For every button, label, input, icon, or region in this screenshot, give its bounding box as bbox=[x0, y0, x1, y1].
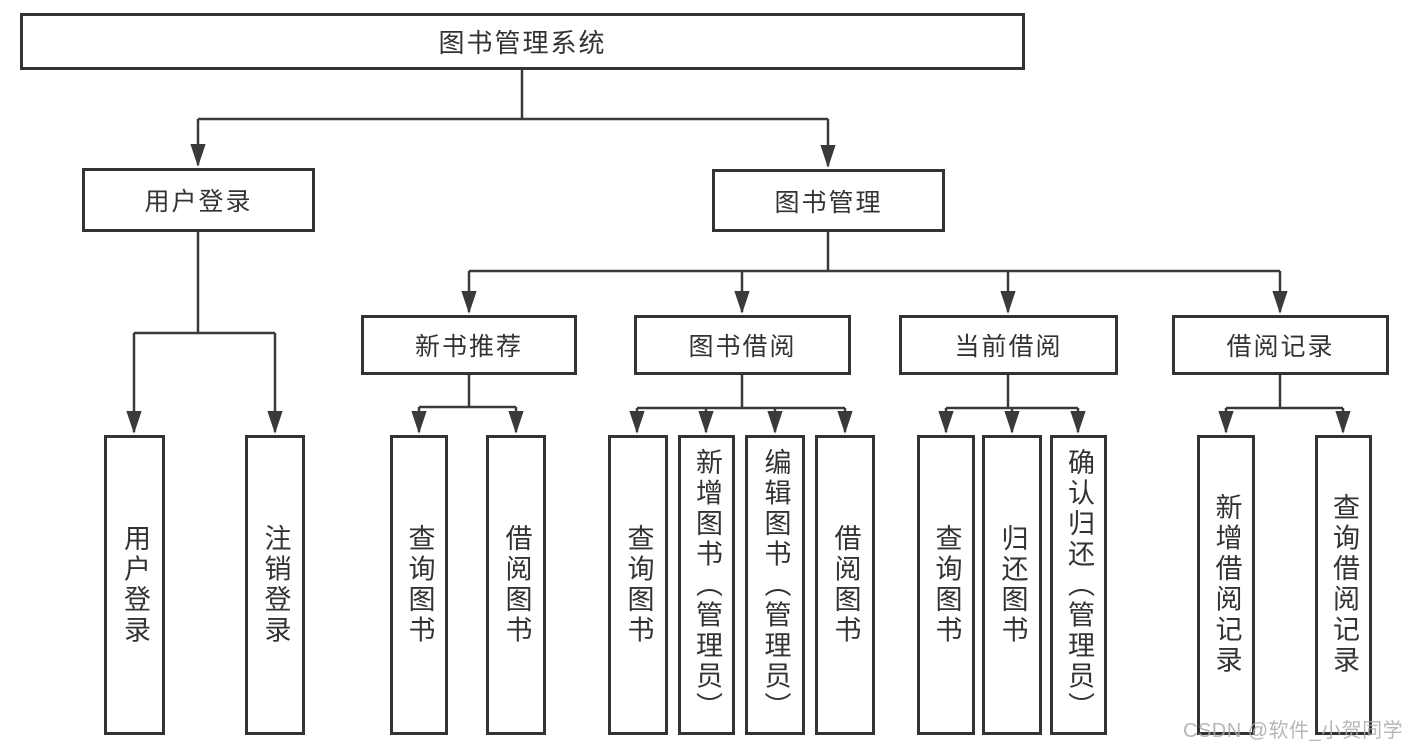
node-book-borrow-label: 图书借阅 bbox=[688, 333, 797, 361]
node-borrow-records: 借阅记录 bbox=[1172, 315, 1389, 375]
node-leaf-add-borrow-record: 新增借阅记录 bbox=[1197, 435, 1255, 735]
node-leaf-query-books-1-label: 查询图书 bbox=[404, 523, 435, 647]
node-leaf-edit-books-admin-label: 编辑图书（管理员） bbox=[760, 447, 791, 723]
node-borrow-records-label: 借阅记录 bbox=[1226, 333, 1335, 361]
csdn-watermark: CSDN @软件_小贺同学 bbox=[1183, 720, 1404, 742]
node-current-borrow-label: 当前借阅 bbox=[954, 333, 1063, 361]
node-leaf-add-books-admin-label: 新增图书（管理员） bbox=[692, 447, 722, 723]
node-leaf-return-books: 归还图书 bbox=[982, 435, 1042, 735]
node-leaf-confirm-return: 确认归还（管理员） bbox=[1050, 435, 1107, 735]
node-root: 图书管理系统 bbox=[20, 13, 1025, 70]
node-book-management: 图书管理 bbox=[712, 169, 945, 232]
node-user-login: 用户登录 bbox=[82, 168, 315, 232]
node-leaf-borrow-books-1: 借阅图书 bbox=[486, 435, 546, 735]
node-user-login-label: 用户登录 bbox=[144, 188, 253, 216]
node-leaf-return-books-label: 归还图书 bbox=[997, 523, 1028, 647]
node-leaf-user-login-label: 用户登录 bbox=[120, 523, 150, 647]
node-leaf-borrow-books-2: 借阅图书 bbox=[815, 435, 875, 735]
node-leaf-query-books-2-label: 查询图书 bbox=[623, 523, 654, 647]
node-new-book-recommend: 新书推荐 bbox=[361, 315, 577, 375]
node-leaf-query-books-1: 查询图书 bbox=[390, 435, 448, 735]
node-leaf-query-books-3: 查询图书 bbox=[917, 435, 975, 735]
node-leaf-edit-books-admin: 编辑图书（管理员） bbox=[745, 435, 805, 735]
node-leaf-logout-label: 注销登录 bbox=[260, 523, 291, 647]
node-leaf-borrow-books-1-label: 借阅图书 bbox=[501, 523, 532, 647]
node-leaf-borrow-books-2-label: 借阅图书 bbox=[830, 523, 861, 647]
node-leaf-add-books-admin: 新增图书（管理员） bbox=[678, 435, 735, 735]
node-book-management-label: 图书管理 bbox=[774, 188, 883, 217]
node-leaf-logout: 注销登录 bbox=[245, 435, 305, 735]
node-leaf-query-books-3-label: 查询图书 bbox=[931, 523, 962, 647]
node-leaf-query-books-2: 查询图书 bbox=[608, 435, 668, 735]
node-leaf-user-login: 用户登录 bbox=[104, 435, 165, 735]
node-new-book-recommend-label: 新书推荐 bbox=[414, 333, 523, 361]
node-leaf-confirm-return-label: 确认归还（管理员） bbox=[1064, 447, 1094, 723]
node-leaf-query-borrow-record-label: 查询借阅记录 bbox=[1329, 493, 1359, 677]
node-leaf-add-borrow-record-label: 新增借阅记录 bbox=[1211, 493, 1242, 677]
node-current-borrow: 当前借阅 bbox=[899, 315, 1118, 375]
node-leaf-query-borrow-record: 查询借阅记录 bbox=[1315, 435, 1372, 735]
node-root-label: 图书管理系统 bbox=[438, 28, 607, 58]
node-book-borrow: 图书借阅 bbox=[634, 315, 851, 375]
